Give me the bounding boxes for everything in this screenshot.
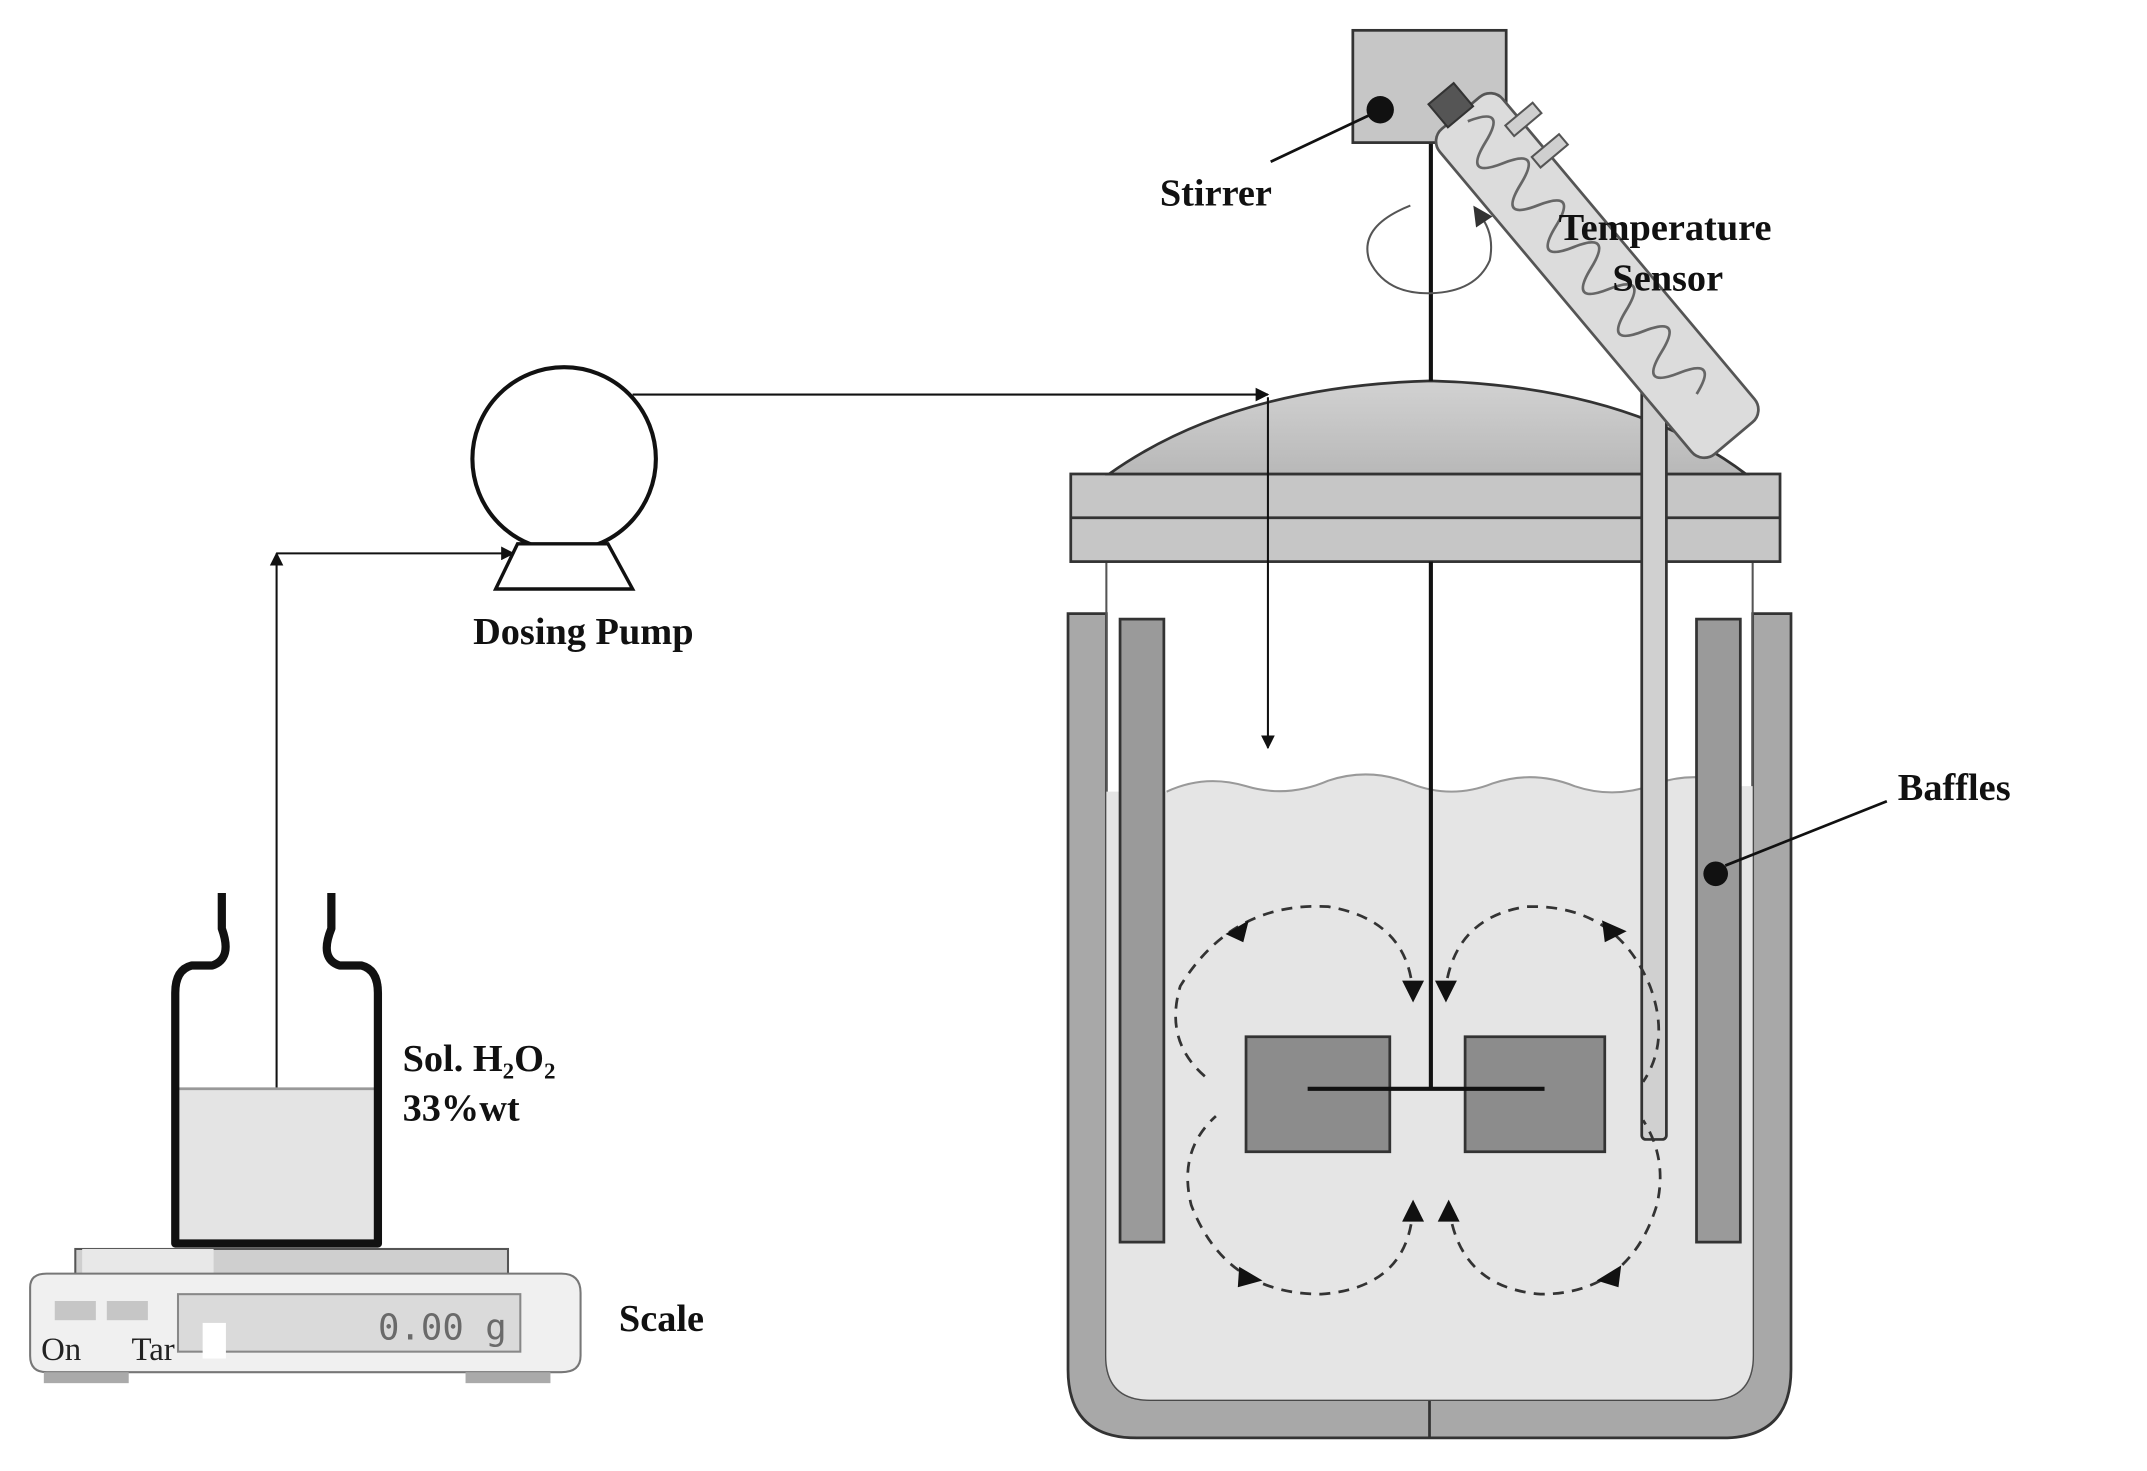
dosing-pump [470,365,658,591]
label-dosing-pump: Dosing Pump [473,611,693,653]
scale-tare-button: Tar [131,1332,174,1368]
label-scale: Scale [619,1298,704,1340]
reactor [1066,142,1793,1440]
baffle-right [1695,617,1742,1244]
temperature-sensor-probe [1640,376,1668,1141]
impeller-blade-left [1244,1035,1392,1154]
baffle-left [1118,617,1166,1244]
scale-on-button: On [41,1332,81,1368]
label-temperature-sensor-line1: Temperature [1559,207,1772,249]
label-temperature-sensor-line2: Sensor [1612,257,1723,299]
baffles-pointer [1703,799,1888,887]
weighing-scale: 0.00 g On Tar [29,1247,582,1384]
rotation-arrow [1366,204,1493,295]
h2o2-bottle [171,892,383,1248]
label-baffles: Baffles [1898,767,2011,809]
label-stirrer: Stirrer [1160,173,1272,215]
reflux-condenser [1427,81,1760,460]
scale-display-readout: 0.00 g [378,1307,507,1348]
impeller-blade-right [1463,1035,1607,1154]
label-solution-line2: 33%wt [403,1087,520,1129]
label-solution-line1: Sol. H₂O₂ [403,1038,556,1080]
